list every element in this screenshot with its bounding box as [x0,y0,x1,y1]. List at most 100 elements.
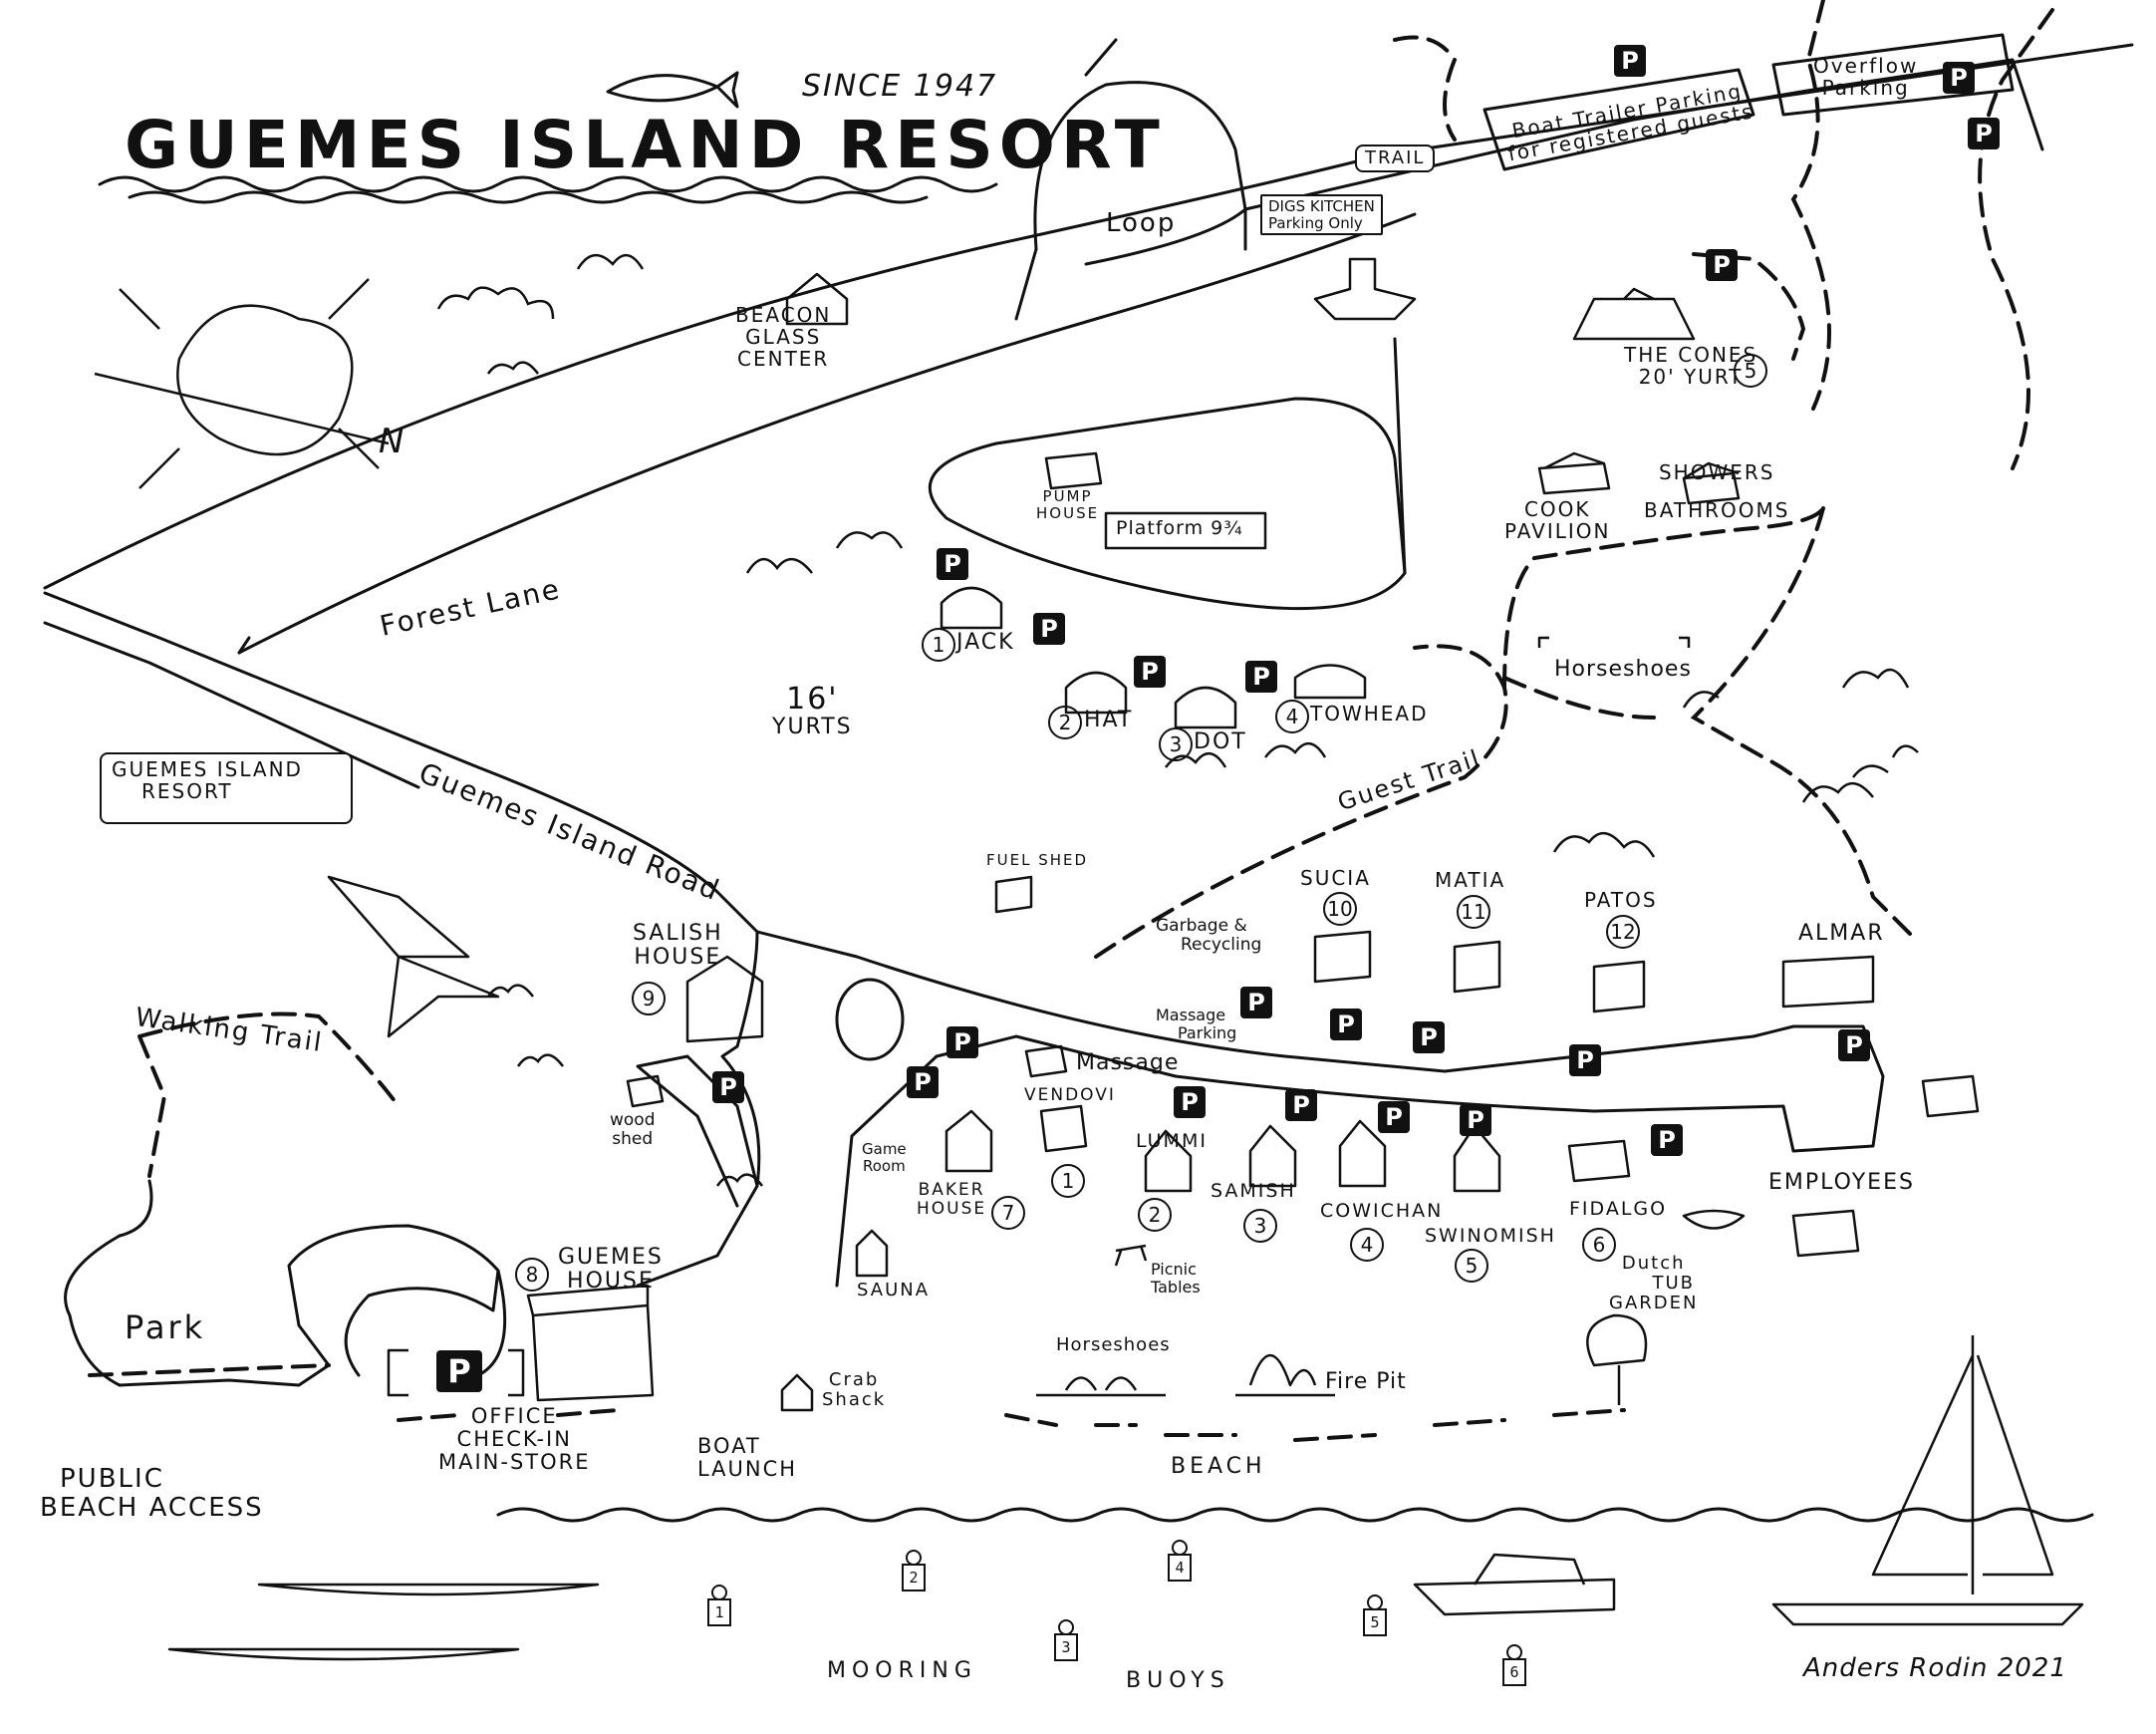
office-line2: CHECK-IN [456,1427,572,1452]
horseshoes-top-bracket [1537,636,1691,648]
wood-line1: wood [610,1110,656,1130]
buoy-number: 2 [902,1564,926,1591]
employees-house [1791,1209,1860,1258]
cabin-number: 4 [1350,1228,1384,1262]
guemes-house-label: GUEMES HOUSE [558,1245,664,1295]
mooring-buoy: 5 [1363,1594,1387,1636]
butterfly-icon [327,875,500,1038]
cook-line2: PAVILION [1504,519,1611,543]
fuel-shed-label: FUEL SHED [986,851,1089,869]
buoy-number: 1 [707,1598,731,1626]
cook-pavilion-building [1537,451,1611,495]
almar-label: ALMAR [1798,921,1885,946]
patos-cabin [1592,960,1646,1013]
dutch-line2: TUB [1652,1272,1695,1294]
yurts16-label: 16' YURTS [772,683,853,739]
cabin-number: 10 [1323,892,1357,926]
pump-house-label: PUMP HOUSE [1036,488,1099,521]
cabin-number: 3 [1243,1209,1277,1243]
pump-line2: HOUSE [1036,503,1100,522]
yurts16-line1: 16' [786,682,839,717]
cook-line1: COOK [1523,497,1591,521]
mooring-label: MOORING [827,1658,977,1683]
buoy-number: 3 [1054,1633,1078,1661]
beacon-line3: CENTER [737,347,830,371]
massage-building [1024,1044,1068,1078]
horseshoes-icon [1036,1376,1166,1397]
dutch-line3: GARDEN [1609,1292,1699,1313]
cabin-number: 8 [515,1258,549,1292]
trail-sign-label: TRAIL [1365,147,1426,168]
game-line2: Room [862,1156,906,1175]
mooring-buoy: 1 [707,1585,731,1626]
parking-marker: P [937,548,968,580]
mooring-buoy: 4 [1168,1540,1192,1582]
fire-pit-label: Fire Pit [1325,1369,1407,1394]
crab-line1: Crab [828,1369,880,1390]
overflow-label: Overflow Parking [1813,55,1918,99]
the-cones-label: THE CONES 20' YURT [1624,344,1757,388]
massage-label: Massage [1076,1050,1180,1075]
yurt-name: DOT [1194,729,1247,754]
mooring-buoy: 2 [902,1550,926,1591]
field-road [928,397,1407,611]
park-path [64,1224,500,1387]
office-line1: OFFICE [470,1404,558,1428]
guemes-line2: HOUSE [567,1269,655,1295]
horseshoes-top-label: Horseshoes [1554,657,1692,682]
launch-line2: LAUNCH [697,1457,798,1482]
shoreline [496,1507,2094,1523]
showers-line1: SHOWERS [1658,460,1775,484]
buoy-number: 6 [1502,1658,1526,1686]
parking-marker: P [1460,1104,1491,1136]
sauna-label: SAUNA [857,1280,931,1300]
boat-launch-label: BOAT LAUNCH [697,1434,798,1482]
parking-bracket [387,1348,525,1397]
guemes-house-building [526,1284,655,1402]
yurt-dot [1174,686,1237,729]
beacon-line2: GLASS [745,325,822,349]
cabin-number: 2 [1138,1198,1172,1232]
sauna-building [855,1229,889,1278]
baker-line2: HOUSE [917,1198,987,1219]
parking-marker: P [1569,1044,1601,1076]
showers-label: SHOWERS BATHROOMS [1644,453,1789,529]
picnic-line1: Picnic [1151,1260,1197,1279]
parking-marker: P [1838,1029,1870,1061]
parking-marker: P [946,1026,978,1058]
garbage-label: Garbage & Recycling [1156,917,1261,954]
cones-line1: THE CONES [1624,343,1758,367]
showers-line2: BATHROOMS [1644,498,1790,522]
parking-marker: P [1706,249,1738,281]
parking-marker: P [1285,1089,1317,1121]
yurt-name: JACK [956,630,1015,655]
platform-label: Platform 9¾ [1116,517,1243,539]
ferry-icon [1313,257,1417,321]
yurt-jack [940,586,1003,630]
samish-cabin [1248,1124,1297,1188]
parking-marker: P [1413,1021,1445,1053]
digs-kitchen-sign: DIGS KITCHEN Parking Only [1260,194,1383,235]
trail-sign: TRAIL [1355,144,1436,172]
picnic-tables-icon [1114,1244,1148,1267]
parking-marker: P [712,1071,744,1103]
yurt-name: HAT [1084,708,1134,732]
cabin-name: SWINOMISH [1425,1225,1556,1247]
parking-marker: P [1240,987,1272,1018]
kayak-icon [167,1583,600,1661]
cabin-name: VENDOVI [1024,1085,1116,1105]
parking-marker: P [1174,1086,1206,1118]
upper-right-cabin [1921,1074,1980,1118]
yurt-number: 2 [1048,706,1082,739]
tub-garden-tree [1586,1313,1648,1405]
motorboat-icon [1413,1553,1616,1616]
digs-line1: DIGS KITCHEN [1268,197,1375,215]
showers-building [1682,461,1741,505]
cabin-number: 9 [632,982,666,1015]
public-line1: PUBLIC [60,1464,164,1494]
parking-marker: P [1968,118,2000,149]
wood-shed-label: wood shed [610,1111,656,1148]
trail-dashed-top [1393,35,1458,142]
cabin-name: FIDALGO [1569,1198,1668,1220]
